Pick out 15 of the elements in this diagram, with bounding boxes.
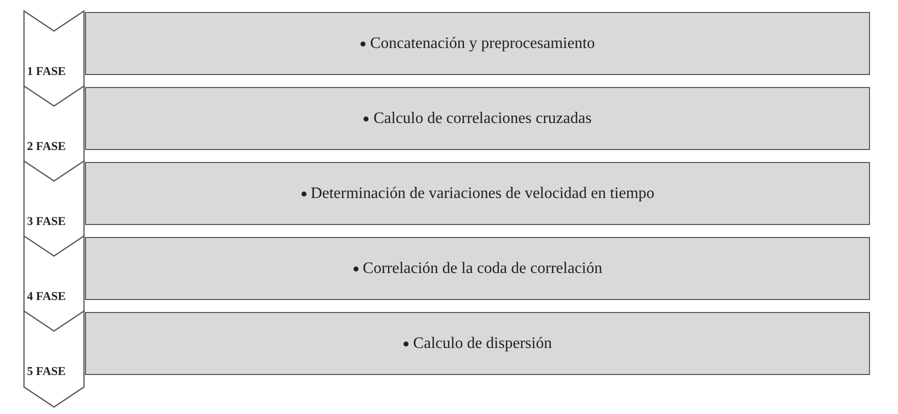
step-text: Determinación de variaciones de velocidad en tiempo xyxy=(310,184,654,202)
phase-label: 2 FASE xyxy=(27,139,66,154)
step-box xyxy=(85,162,870,225)
phase-label: 5 FASE xyxy=(27,364,66,379)
step-box xyxy=(85,312,870,375)
step-text: Calculo de correlaciones cruzadas xyxy=(373,110,592,128)
step-box xyxy=(85,237,870,300)
step-text: Calculo de dispersión xyxy=(413,334,552,352)
phase-label: 4 FASE xyxy=(27,289,66,304)
step-text: Correlación de la coda de correlación xyxy=(362,260,602,278)
step-box xyxy=(85,12,870,75)
step-box xyxy=(85,87,870,150)
phase-label: 3 FASE xyxy=(27,214,66,229)
step-text: Concatenación y preprocesamiento xyxy=(370,34,595,52)
phase-label: 1 FASE xyxy=(27,64,66,79)
